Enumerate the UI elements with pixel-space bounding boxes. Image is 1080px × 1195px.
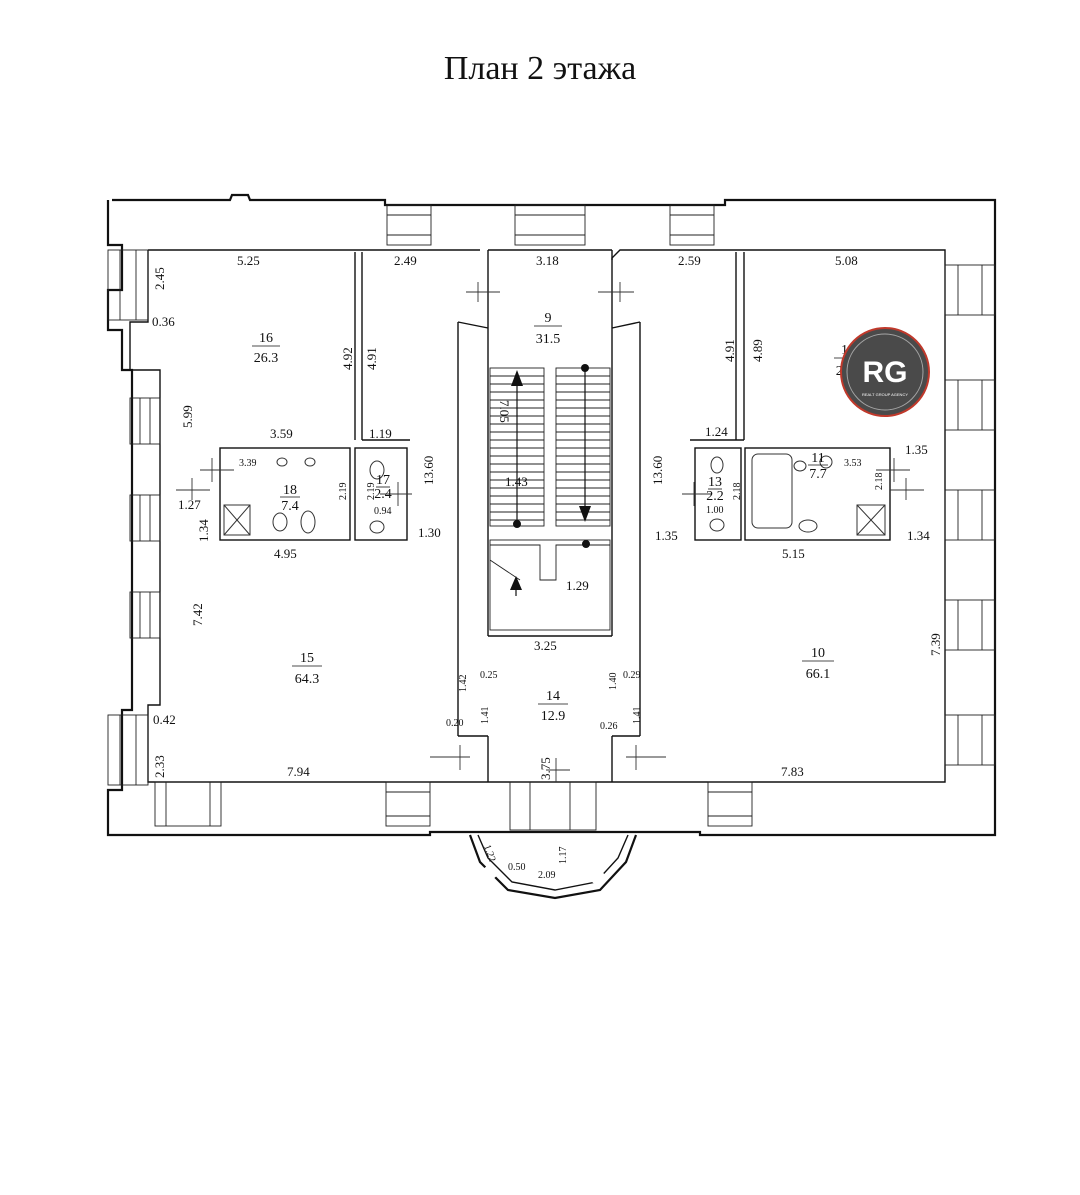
svg-text:26.3: 26.3 — [254, 351, 279, 366]
dim: 0.50 — [508, 862, 526, 873]
dim: 1.19 — [369, 426, 392, 441]
dim: 0.94 — [374, 506, 392, 517]
dim: 0.29 — [623, 670, 641, 681]
dim: 7.42 — [190, 603, 205, 626]
svg-text:2.2: 2.2 — [706, 489, 724, 504]
svg-text:2.4: 2.4 — [374, 487, 392, 502]
svg-text:11: 11 — [811, 451, 824, 466]
dim: 13.60 — [421, 456, 436, 485]
dim: 1.40 — [608, 673, 619, 691]
dim: 1.41 — [480, 707, 491, 725]
dim: 1.30 — [418, 525, 441, 540]
dim: 0.36 — [152, 314, 175, 329]
svg-text:16: 16 — [259, 331, 273, 346]
exterior-walls — [106, 193, 997, 900]
dim: 2.18 — [874, 473, 885, 491]
stair-arrows — [510, 364, 591, 596]
dim: 2.33 — [152, 755, 167, 778]
dim: 7.39 — [928, 633, 943, 656]
dim: 2.59 — [678, 253, 701, 268]
dim: 1.27 — [178, 497, 201, 512]
dim: 7.94 — [287, 764, 310, 779]
dim: 5.08 — [835, 253, 858, 268]
dim: 0.42 — [153, 712, 176, 727]
dim: 1.00 — [706, 505, 724, 516]
dim: 1.22 — [481, 843, 497, 863]
windows — [107, 204, 996, 831]
svg-text:7.4: 7.4 — [281, 499, 299, 514]
dim: 7.05 — [497, 400, 512, 423]
dim: 1.34 — [196, 519, 211, 542]
dim: 1.34 — [907, 528, 930, 543]
svg-text:64.3: 64.3 — [295, 672, 320, 687]
room-18: 187.4 — [280, 483, 300, 514]
svg-text:10: 10 — [811, 646, 825, 661]
dim: 2.19 — [366, 483, 377, 501]
svg-text:7.7: 7.7 — [809, 467, 827, 482]
dim: 7.83 — [781, 764, 804, 779]
room-14: 14 12.9 — [538, 689, 568, 724]
svg-text:31.5: 31.5 — [536, 332, 561, 347]
dim: 0.20 — [446, 718, 464, 729]
dim: 4.91 — [722, 339, 737, 362]
room-11: 117.7 — [808, 451, 828, 482]
dim: 3.39 — [239, 458, 257, 469]
dim: 1.17 — [558, 847, 569, 865]
svg-text:13: 13 — [708, 475, 722, 490]
bathroom-fixtures — [223, 453, 886, 536]
dim: 1.42 — [458, 675, 469, 693]
dim: 3.18 — [536, 253, 559, 268]
dim: 1.41 — [632, 707, 643, 725]
svg-text:17: 17 — [376, 473, 390, 488]
dim: 1.29 — [566, 578, 589, 593]
dim: 1.24 — [705, 424, 728, 439]
dim: 4.89 — [750, 339, 765, 362]
svg-text:9: 9 — [545, 311, 552, 326]
dim: 1.35 — [655, 528, 678, 543]
room-10: 10 66.1 — [802, 646, 834, 682]
room-13: 132.2 — [706, 475, 724, 504]
dim: 3.59 — [270, 426, 293, 441]
dim: 3.53 — [844, 458, 862, 469]
room-17: 172.4 — [374, 473, 392, 502]
dim: 5.99 — [180, 405, 195, 428]
dim: 0.25 — [480, 670, 498, 681]
door-markers — [176, 282, 924, 889]
dimension-labels: 5.25 2.45 0.36 4.92 4.91 2.49 5.99 3.59 … — [152, 253, 943, 881]
agency-logo: RG REALT GROUP AGENCY — [840, 327, 930, 417]
svg-text:66.1: 66.1 — [806, 667, 831, 682]
dim: 5.15 — [782, 546, 805, 561]
dim: 13.60 — [650, 456, 665, 485]
dim: 2.19 — [338, 483, 349, 501]
svg-text:18: 18 — [283, 483, 297, 498]
dim: 5.25 — [237, 253, 260, 268]
room-15: 15 64.3 — [292, 651, 322, 687]
room-16: 16 26.3 — [252, 331, 280, 366]
dim: 4.92 — [340, 347, 355, 370]
dim: 1.43 — [505, 474, 528, 489]
dim: 4.91 — [364, 347, 379, 370]
svg-text:14: 14 — [546, 689, 560, 704]
svg-text:12.9: 12.9 — [541, 709, 566, 724]
plan-title: План 2 этажа — [443, 50, 637, 87]
svg-text:RG: RG — [863, 356, 908, 389]
dim: 2.49 — [394, 253, 417, 268]
dim: 2.45 — [152, 267, 167, 290]
dim: 3.25 — [534, 638, 557, 653]
dim: 2.18 — [732, 483, 743, 501]
dim: 1.35 — [905, 442, 928, 457]
dim: 3.75 — [538, 757, 553, 780]
dim: 4.95 — [274, 546, 297, 561]
svg-text:15: 15 — [300, 651, 314, 666]
dim: 0.26 — [600, 721, 618, 732]
svg-text:REALT GROUP AGENCY: REALT GROUP AGENCY — [862, 392, 908, 397]
room-9: 931.5 — [534, 311, 562, 347]
stair-steps — [490, 375, 610, 521]
dim: 2.09 — [538, 870, 556, 881]
